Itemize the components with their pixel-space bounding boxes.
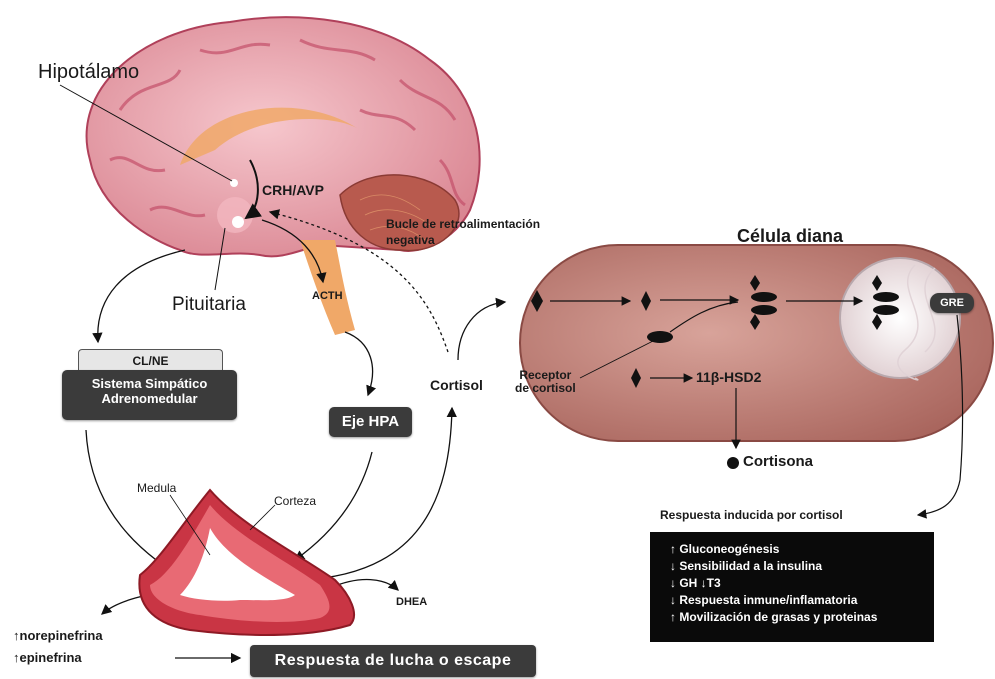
receptor-label: Receptor de cortisol [515, 369, 576, 395]
hypothalamus-label: Hipotálamo [38, 61, 139, 84]
nucleus [840, 258, 960, 378]
hpa-axis-arrow [345, 332, 373, 395]
receptor-label-line2: de cortisol [515, 382, 576, 395]
crh-avp-label: CRH/AVP [262, 182, 324, 198]
response-list: ↑ Gluconeogénesis ↓ Sensibilidad a la in… [650, 532, 934, 642]
sympathetic-label-line2: Adrenomedular [62, 391, 237, 406]
response-item: ↑ Movilización de grasas y proteinas [670, 609, 934, 626]
gre-badge: GRE [930, 293, 974, 313]
sympathetic-label-line1: Sistema Simpático [62, 376, 237, 391]
target-cell [520, 245, 993, 441]
response-item: ↑ Gluconeogénesis [670, 541, 934, 558]
cortisone-label: Cortisona [743, 453, 813, 470]
norepinephrine-label: norepinefrina [20, 628, 103, 643]
cortisol-out-arrow [458, 302, 505, 360]
cortisol-label: Cortisol [430, 377, 483, 393]
cl-ne-tab: CL/NE [78, 349, 223, 372]
medulla-label: Medula [137, 481, 176, 495]
response-text: Gluconeogénesis [679, 542, 779, 556]
epinephrine-row: ↑epinefrina [13, 650, 82, 665]
feedback-label-line1: Bucle de retroalimentación [386, 217, 540, 231]
cortex-label: Corteza [274, 494, 316, 508]
response-text: Respuesta inmune/inflamatoria [679, 593, 857, 607]
response-arrow: ↓ [670, 576, 676, 590]
cortex-pointer [250, 505, 275, 530]
response-item: ↓ GH ↓T3 [670, 575, 934, 592]
hpa-axis-box: Eje HPA [329, 407, 412, 437]
response-item: ↓ Respuesta inmune/inflamatoria [670, 592, 934, 609]
response-arrow: ↑ [670, 542, 676, 556]
fight-or-flight-box: Respuesta de lucha o escape [250, 645, 536, 677]
response-text: Movilización de grasas y proteinas [679, 610, 877, 624]
feedback-label-line2: negativa [386, 233, 435, 247]
response-arrow: ↓ [670, 593, 676, 607]
epinephrine-label: epinefrina [20, 650, 82, 665]
norepinephrine-row: ↑norepinefrina [13, 628, 103, 643]
adrenal-gland [139, 490, 354, 635]
response-text: Sensibilidad a la insulina [679, 559, 822, 573]
enzyme-label: 11β-HSD2 [696, 369, 761, 385]
sympathetic-box: Sistema Simpático Adrenomedular [62, 370, 237, 420]
receptor-molecule [647, 331, 673, 343]
response-text: GH ↓T3 [679, 576, 720, 590]
dhea-label: DHEA [396, 596, 427, 608]
response-item: ↓ Sensibilidad a la insulina [670, 558, 934, 575]
target-cell-title: Célula diana [737, 226, 843, 247]
cortisone-molecule [727, 457, 739, 469]
response-title: Respuesta inducida por cortisol [660, 508, 843, 522]
acth-label: ACTH [312, 290, 343, 302]
brain-illustration [87, 17, 480, 335]
pituitary-label: Pituitaria [172, 294, 246, 316]
response-arrow: ↓ [670, 559, 676, 573]
response-arrow: ↑ [670, 610, 676, 624]
